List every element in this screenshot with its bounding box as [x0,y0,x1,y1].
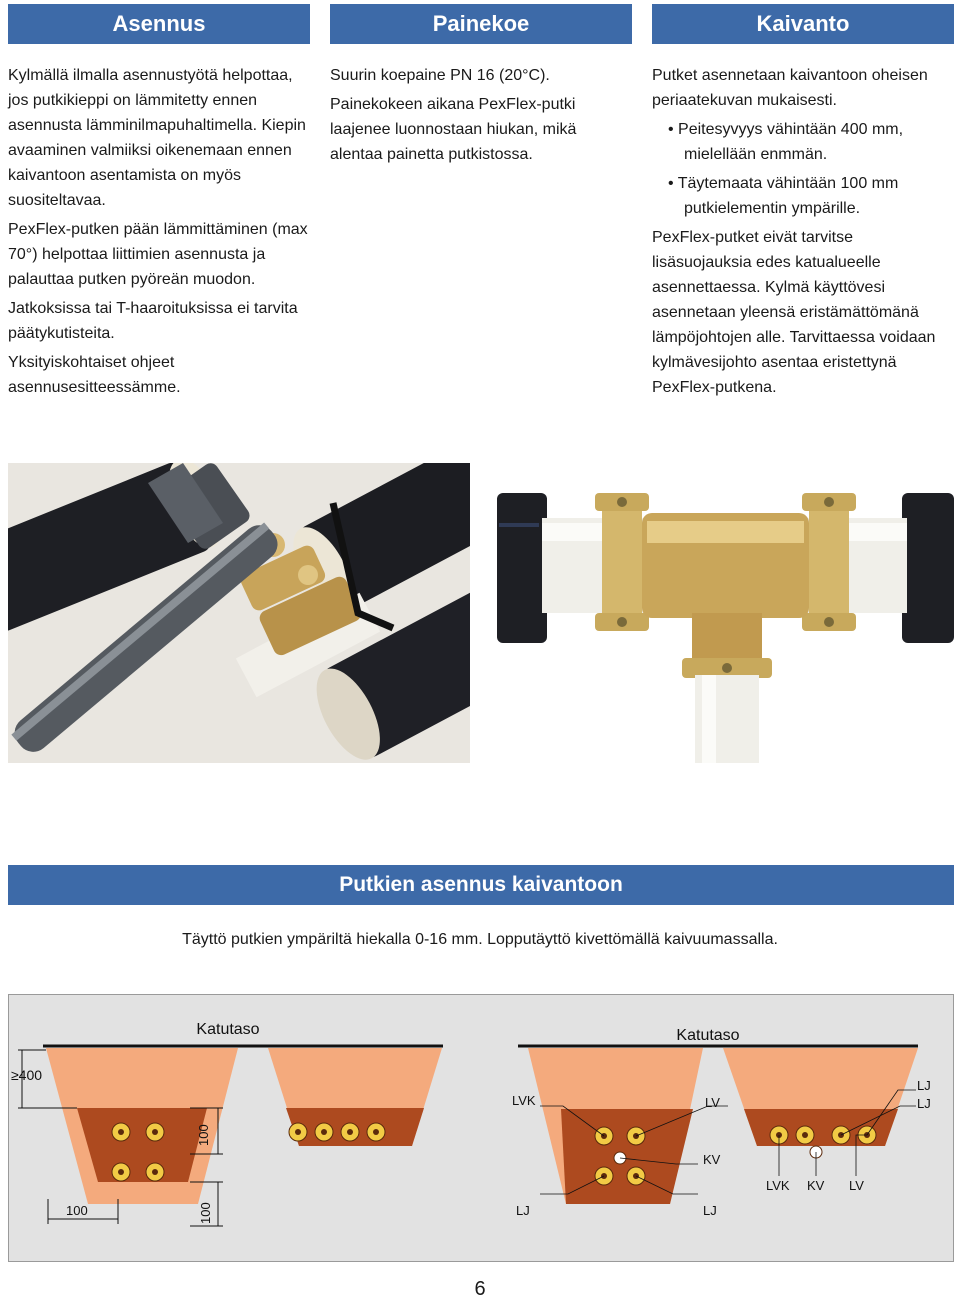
asennus-header: Asennus [8,4,310,44]
label-lj-top2: LJ [917,1096,931,1111]
label-lvk-bottom: LVK [766,1178,790,1193]
pipe-icon [111,1162,131,1182]
label-kv-mid: KV [703,1152,721,1167]
asennus-paragraph: Yksityiskohtaiset ohjeet asennusesittees… [8,354,181,396]
dim-bottom: 100 [66,1203,88,1218]
asennus-column: Kylmällä ilmalla asennustyötä helpottaa,… [8,63,310,404]
kaivanto-outro: PexFlex-putket eivät tarvitse lisäsuojau… [652,229,936,396]
painekoe-paragraph: Suurin koepaine PN 16 (20°C). [330,67,550,84]
asennus-paragraph: Kylmällä ilmalla asennustyötä helpottaa,… [8,67,306,209]
wrench-installation-photo [8,463,470,763]
pipe-icon [288,1122,308,1142]
label-kv-bottom: KV [807,1178,825,1193]
depth-label: ≥400 [11,1067,42,1083]
label-lvk-top: LVK [512,1093,536,1108]
section-subtitle: Täyttö putkien ympäriltä hiekalla 0-16 m… [182,931,778,948]
pipe-icon [795,1125,815,1145]
kaivanto-bullet: • Peitesyvyys vähintään 400 mm, mielellä… [668,121,904,163]
label-lj-right: LJ [703,1203,717,1218]
t-fitting-photo [497,463,954,763]
label-lj-left: LJ [516,1203,530,1218]
label-lj-top1: LJ [917,1078,931,1093]
asennus-paragraph: PexFlex-putken pään lämmittäminen (max 7… [8,221,308,288]
kaivanto-intro: Putket asennetaan kaivantoon oheisen per… [652,67,928,109]
kaivanto-column: Putket asennetaan kaivantoon oheisen per… [652,63,954,404]
pipe-icon [145,1122,165,1142]
label-lv-top: LV [705,1095,720,1110]
right-surface-label: Katutaso [676,1027,739,1044]
pipe-icon [340,1122,360,1142]
pipe-icon [111,1122,131,1142]
section-title: Putkien asennus kaivantoon [8,865,954,905]
dim-right-lower: 100 [198,1202,213,1224]
pipe-icon [314,1122,334,1142]
dim-right-upper: 100 [196,1124,211,1146]
left-surface-label: Katutaso [196,1021,259,1038]
painekoe-paragraph: Painekokeen aikana PexFlex-putki laajene… [330,96,577,163]
pipe-icon [145,1162,165,1182]
trench-diagram: Katutaso ≥400 100 100 100 [8,994,954,1262]
label-lv-bottom: LV [849,1178,864,1193]
kaivanto-header: Kaivanto [652,4,954,44]
kaivanto-bullet: • Täytemaata vähintään 100 mm putkieleme… [668,175,899,217]
painekoe-header: Painekoe [330,4,632,44]
page-number: 6 [474,1278,486,1300]
asennus-paragraph: Jatkoksissa tai T-haaroituksissa ei tarv… [8,300,298,342]
pipe-icon [366,1122,386,1142]
painekoe-column: Suurin koepaine PN 16 (20°C). Painekokee… [330,63,632,171]
